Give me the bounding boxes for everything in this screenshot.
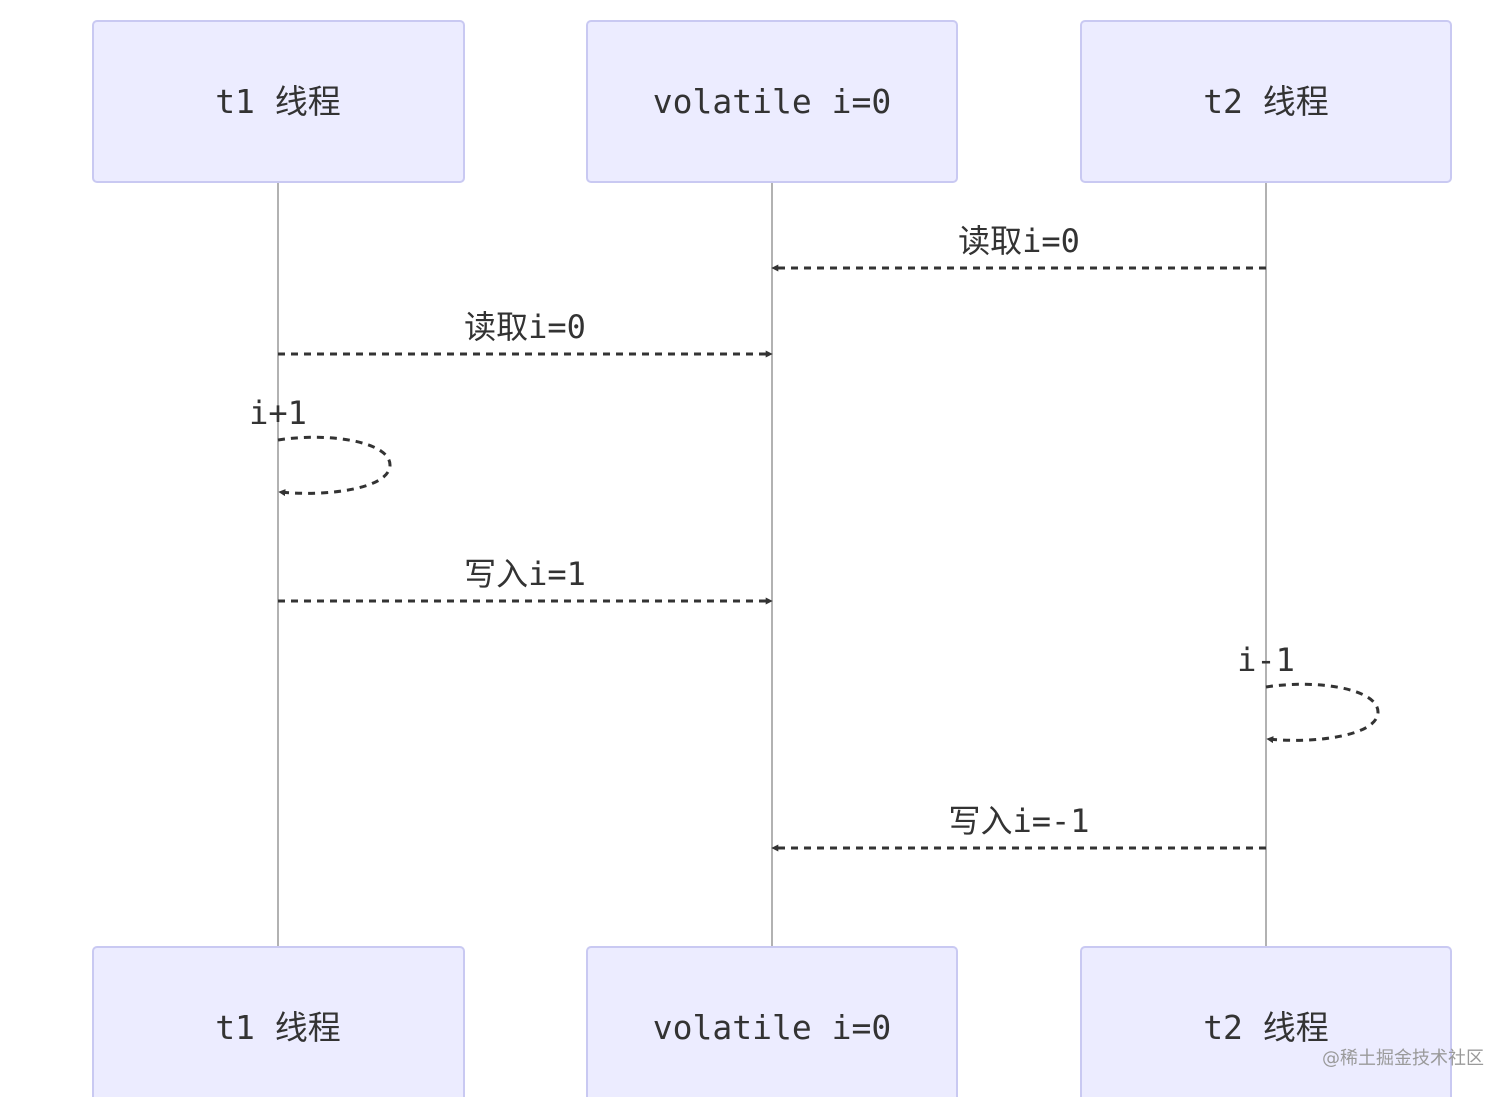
- actor-volatile-top-label: volatile i=0: [653, 82, 891, 121]
- actor-volatile-bottom-label: volatile i=0: [653, 1008, 891, 1047]
- message-t1-write-label: 写入i=1: [464, 555, 586, 593]
- actor-t2-bottom: t2 线程: [1080, 946, 1452, 1097]
- actor-t2-bottom-label: t2 线程: [1203, 1008, 1329, 1047]
- message-t2-decrement-loop: [1265, 682, 1380, 744]
- message-t1-read: 读取i=0: [278, 308, 773, 358]
- actor-t1-bottom: t1 线程: [92, 946, 465, 1097]
- message-t1-increment: i+1: [249, 394, 392, 497]
- message-t1-increment-loop: [277, 435, 392, 497]
- actor-t1-top: t1 线程: [92, 20, 465, 183]
- actor-t1-top-label: t1 线程: [215, 82, 341, 121]
- message-t2-write: 写入i=-1: [771, 802, 1266, 852]
- actor-volatile-top: volatile i=0: [586, 20, 958, 183]
- message-t2-read: 读取i=0: [771, 222, 1266, 272]
- message-t1-write: 写入i=1: [278, 555, 773, 605]
- message-t2-decrement: i-1: [1237, 641, 1380, 744]
- message-t1-increment-label: i+1: [249, 394, 307, 432]
- actor-volatile-bottom: volatile i=0: [586, 946, 958, 1097]
- message-t2-write-label: 写入i=-1: [948, 802, 1089, 840]
- actor-t2-top: t2 线程: [1080, 20, 1452, 183]
- message-t2-decrement-label: i-1: [1237, 641, 1295, 679]
- watermark-text: @稀土掘金技术社区: [1322, 1048, 1484, 1069]
- message-t1-read-label: 读取i=0: [464, 308, 586, 346]
- message-t2-read-label: 读取i=0: [958, 222, 1080, 260]
- actor-t2-top-label: t2 线程: [1203, 82, 1329, 121]
- actor-t1-bottom-label: t1 线程: [215, 1008, 341, 1047]
